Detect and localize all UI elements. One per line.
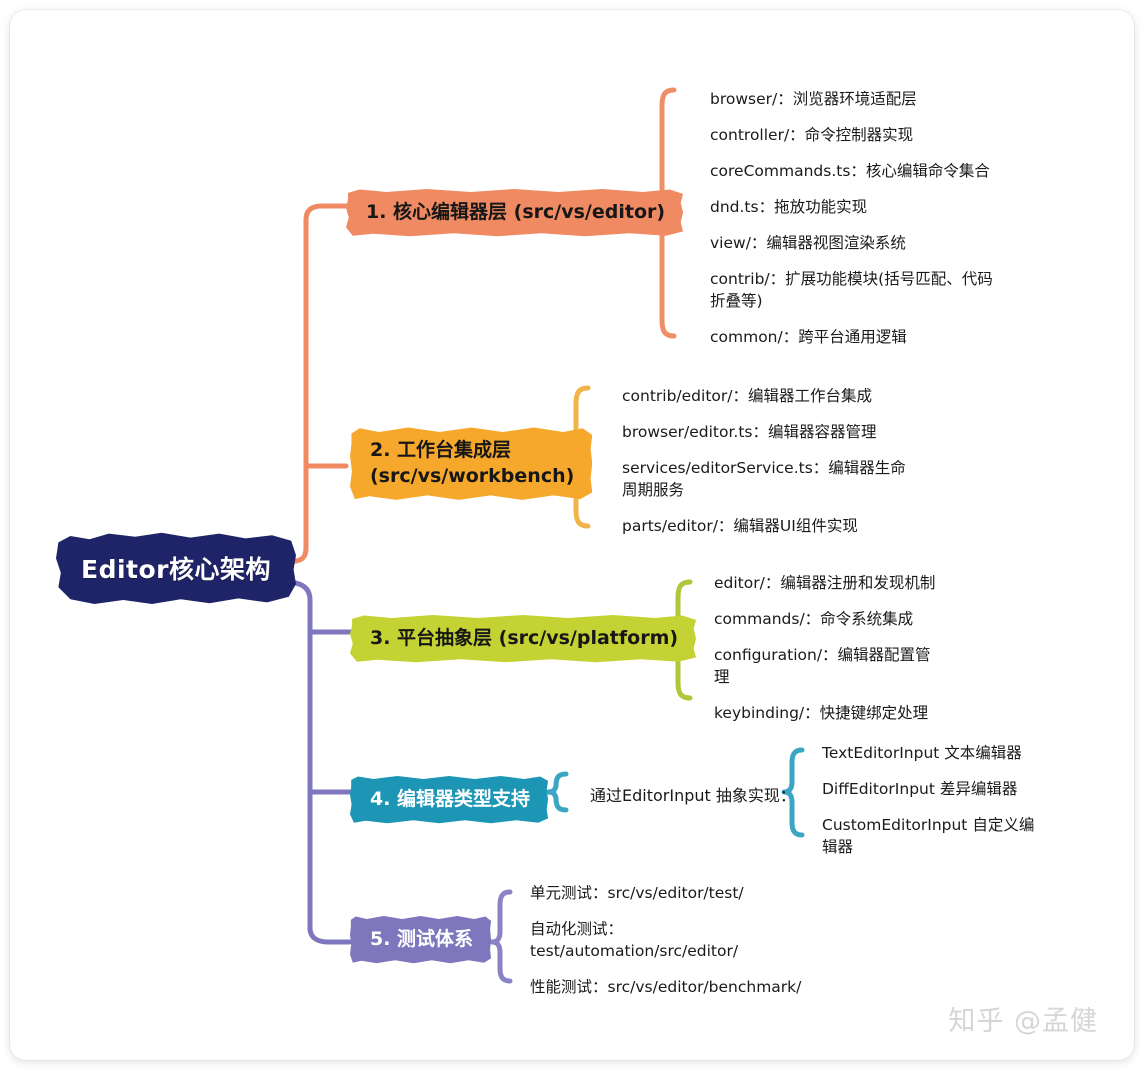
leaf-group-1: browser/：浏览器环境适配层 controller/：命令控制器实现 co… bbox=[706, 88, 1006, 362]
leaf-item[interactable]: editor/：编辑器注册和发现机制 bbox=[714, 574, 936, 592]
branch-label-4: 4. 编辑器类型支持 bbox=[350, 775, 549, 824]
branch-label-1: 1. 核心编辑器层 (src/vs/editor) bbox=[346, 188, 684, 237]
leaf-item[interactable]: dnd.ts：拖放功能实现 bbox=[710, 198, 868, 216]
branch-label-5: 5. 测试体系 bbox=[350, 915, 492, 964]
root-node[interactable]: Editor核心架构 bbox=[56, 528, 296, 608]
leaf-item[interactable]: common/：跨平台通用逻辑 bbox=[710, 328, 907, 346]
leaf-item[interactable]: configuration/：编辑器配置管理 bbox=[714, 646, 931, 686]
leaf-item[interactable]: contrib/：扩展功能模块(括号匹配、代码折叠等) bbox=[710, 270, 993, 310]
leaf-item[interactable]: parts/editor/：编辑器UI组件实现 bbox=[622, 517, 858, 535]
root-label: Editor核心架构 bbox=[81, 555, 271, 584]
branch-label-3: 3. 平台抽象层 (src/vs/platform) bbox=[350, 614, 697, 663]
leaf-group-4: TextEditorInput 文本编辑器 DiffEditorInput 差异… bbox=[818, 742, 1048, 872]
leaf-item[interactable]: services/editorService.ts：编辑器生命周期服务 bbox=[622, 459, 906, 499]
leaf-item[interactable]: controller/：命令控制器实现 bbox=[710, 126, 914, 144]
mindmap-canvas: Editor核心架构 1. 核心编辑器层 (src/vs/editor) bro… bbox=[10, 10, 1134, 1060]
leaf-item[interactable]: TextEditorInput 文本编辑器 bbox=[822, 744, 1022, 762]
leaf-item[interactable]: 性能测试：src/vs/editor/benchmark/ bbox=[530, 978, 802, 996]
leaf-item[interactable]: 自动化测试：test/automation/src/editor/ bbox=[530, 920, 739, 960]
branch-label-2: 2. 工作台集成层 (src/vs/workbench) bbox=[350, 427, 593, 500]
mid-node-editor-input[interactable]: 通过EditorInput 抽象实现： bbox=[588, 782, 796, 811]
leaf-group-3: editor/：编辑器注册和发现机制 commands/：命令系统集成 conf… bbox=[710, 572, 945, 738]
root-brush-shape bbox=[56, 532, 296, 604]
leaf-group-5: 单元测试：src/vs/editor/test/ 自动化测试：test/auto… bbox=[526, 882, 808, 1012]
leaf-item[interactable]: commands/：命令系统集成 bbox=[714, 610, 914, 628]
leaf-item[interactable]: browser/editor.ts：编辑器容器管理 bbox=[622, 423, 877, 441]
branch-node-testing-system[interactable]: 5. 测试体系 bbox=[350, 915, 492, 964]
branch-node-platform-abstraction-layer[interactable]: 3. 平台抽象层 (src/vs/platform) bbox=[350, 614, 697, 663]
brace-branch-5 bbox=[489, 889, 513, 984]
leaf-item[interactable]: browser/：浏览器环境适配层 bbox=[710, 90, 917, 108]
branch-node-core-editor-layer[interactable]: 1. 核心编辑器层 (src/vs/editor) bbox=[346, 188, 684, 237]
branch-node-workbench-integration-layer[interactable]: 2. 工作台集成层 (src/vs/workbench) bbox=[350, 426, 593, 501]
leaf-item[interactable]: coreCommands.ts：核心编辑命令集合 bbox=[710, 162, 990, 180]
brace-branch-4-mid bbox=[545, 771, 569, 813]
watermark: 知乎 @孟健 bbox=[948, 1006, 1098, 1037]
trunk-upper bbox=[282, 203, 349, 565]
leaf-item[interactable]: DiffEditorInput 差异编辑器 bbox=[822, 780, 1018, 798]
leaf-group-2: contrib/editor/：编辑器工作台集成 browser/editor.… bbox=[618, 385, 923, 551]
trunk-lower bbox=[282, 579, 353, 945]
mid-node-label: 通过EditorInput 抽象实现： bbox=[590, 786, 796, 805]
leaf-item[interactable]: keybinding/：快捷键绑定处理 bbox=[714, 704, 929, 722]
leaf-item[interactable]: CustomEditorInput 自定义编辑器 bbox=[822, 816, 1035, 856]
leaf-item[interactable]: contrib/editor/：编辑器工作台集成 bbox=[622, 387, 872, 405]
leaf-item[interactable]: view/：编辑器视图渲染系统 bbox=[710, 234, 906, 252]
branch-node-editor-type-support[interactable]: 4. 编辑器类型支持 bbox=[350, 775, 549, 824]
leaf-item[interactable]: 单元测试：src/vs/editor/test/ bbox=[530, 884, 744, 902]
